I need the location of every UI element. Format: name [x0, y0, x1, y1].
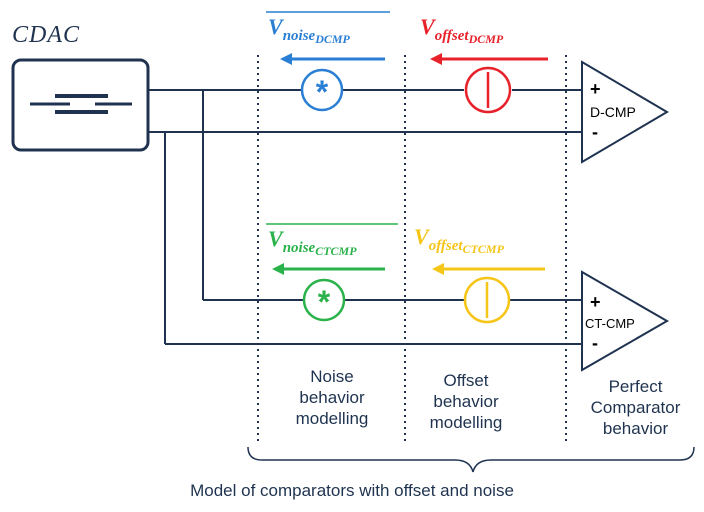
wires — [148, 89, 582, 345]
grouping-brace — [247, 446, 695, 473]
direction-arrows — [272, 53, 548, 275]
ctcmp-plus: + — [590, 292, 601, 312]
offset-source-ctcmp — [463, 276, 511, 324]
dcmp-minus: - — [592, 122, 598, 142]
noise-ctcmp-label: VnoiseCTCMP — [268, 226, 357, 258]
noise-dcmp-label: VnoiseDCMP — [268, 14, 350, 46]
svg-text:*: * — [316, 74, 329, 110]
ctcmp-minus: - — [592, 333, 598, 353]
noise-source-ctcmp: * — [302, 278, 346, 322]
cdac-block — [11, 58, 150, 152]
ctcmp-triangle — [581, 270, 670, 372]
offset-dcmp-label: VoffsetDCMP — [420, 14, 504, 46]
dcmp-triangle — [581, 60, 669, 164]
ctcmp-label: CT-CMP — [585, 316, 635, 331]
diagram-caption: Model of comparators with offset and noi… — [190, 481, 514, 500]
dcmp-plus: + — [590, 79, 601, 99]
offset-ctcmp-label: VoffsetCTCMP — [414, 224, 504, 256]
column-dividers — [257, 55, 567, 442]
svg-text:*: * — [318, 284, 331, 320]
cdac-label: CDAC — [12, 22, 81, 48]
dcmp-label: D-CMP — [590, 104, 636, 120]
offset-source-dcmp — [464, 66, 512, 114]
noise-source-dcmp: * — [300, 68, 344, 112]
